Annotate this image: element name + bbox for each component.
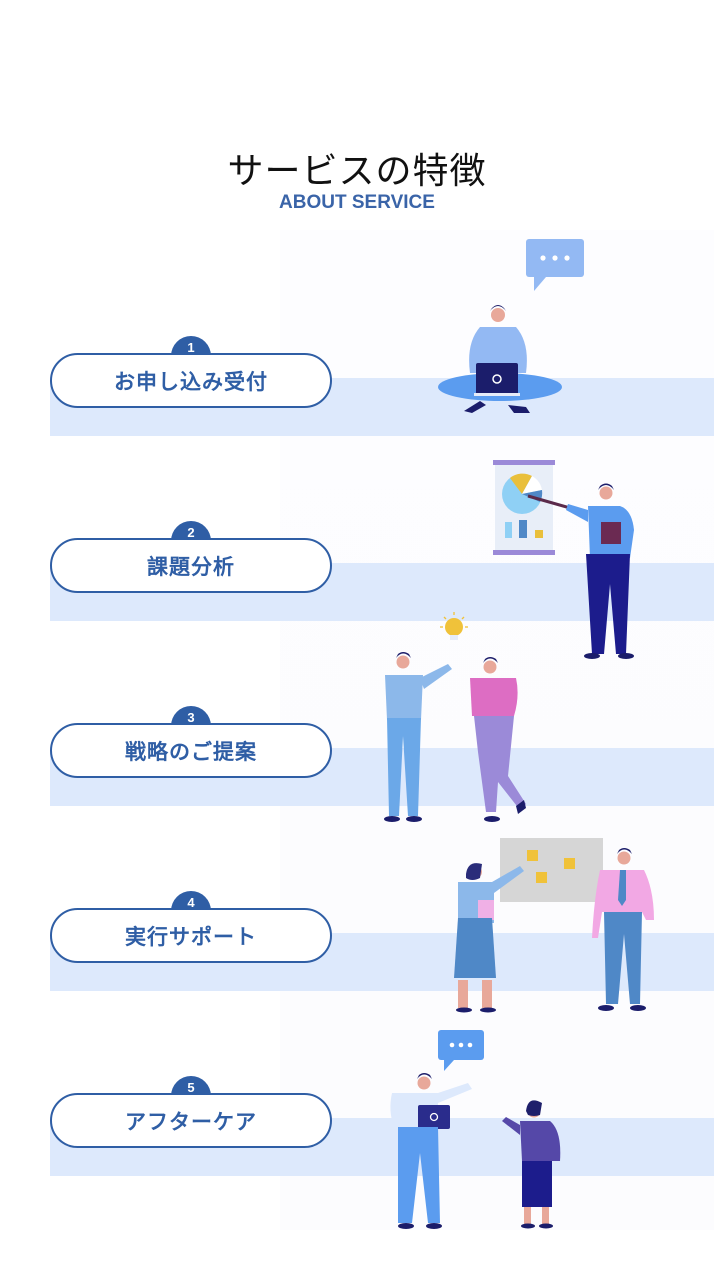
step-number-badge: 2 <box>171 521 211 541</box>
sticky-notes-board-illustration <box>454 838 654 1013</box>
step-pill-application[interactable]: お申し込み受付 <box>50 353 332 408</box>
step-pill-proposal[interactable]: 戦略のご提案 <box>50 723 332 778</box>
step-1: 1 お申し込み受付 <box>0 239 714 538</box>
presenter-chart-illustration <box>493 460 634 659</box>
idea-discussion-illustration <box>384 612 526 822</box>
step-pill-after-care[interactable]: アフターケア <box>50 1093 332 1148</box>
step-number-badge: 3 <box>171 706 211 726</box>
lightbulb-icon <box>440 612 468 640</box>
speech-bubble-icon <box>438 1030 484 1071</box>
step-pill-execution-support[interactable]: 実行サポート <box>50 908 332 963</box>
pie-chart-board-icon <box>493 460 555 555</box>
after-care-illustration <box>390 1030 561 1229</box>
page-subtitle: ABOUT SERVICE <box>279 192 435 213</box>
step-label: お申し込み受付 <box>114 369 268 394</box>
person-laptop-illustration <box>438 239 584 413</box>
step-4: 4 実行サポート <box>0 838 714 1093</box>
step-2: 2 課題分析 <box>0 460 714 723</box>
step-3: 3 戦略のご提案 <box>0 612 714 908</box>
step-pill-analysis[interactable]: 課題分析 <box>50 538 332 593</box>
step-label: 戦略のご提案 <box>125 739 257 764</box>
step-number-badge: 5 <box>171 1076 211 1096</box>
step-label: 課題分析 <box>147 554 235 579</box>
step-label: アフターケア <box>125 1109 257 1134</box>
page-title: サービスの特徴 <box>227 151 487 193</box>
step-5: 5 アフターケア <box>0 1030 714 1278</box>
step-number-badge: 4 <box>171 891 211 911</box>
step-label: 実行サポート <box>125 924 257 949</box>
speech-bubble-icon <box>526 239 584 291</box>
step-number-badge: 1 <box>171 336 211 356</box>
